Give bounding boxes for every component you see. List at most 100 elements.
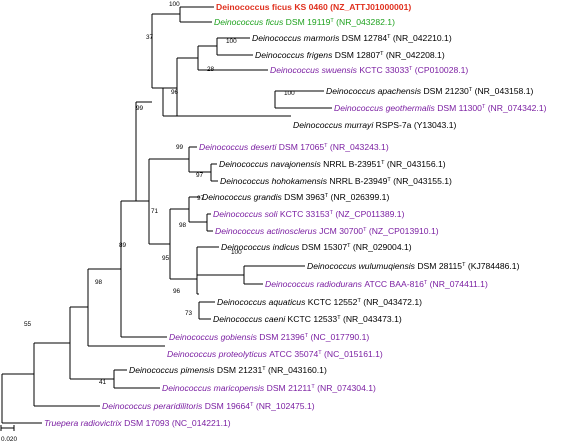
leaf-species: Deinococcus frigens xyxy=(255,50,335,60)
leaf-accession: (NZ_CP013910.1) xyxy=(366,226,438,236)
leaf-label-proteolyticus: Deinococcus proteolyticus ATCC 35074T (N… xyxy=(167,349,383,359)
scale-bar: 0.020 xyxy=(0,425,17,443)
bootstrap-value-aquaticus-caeni: 73 xyxy=(185,310,193,317)
leaf-species: Deinococcus indicus xyxy=(221,242,302,252)
leaf-label-maricopensis: Deinococcus maricopensis DSM 21211T (NR_… xyxy=(162,383,376,393)
leaf-type-strain-mark: T xyxy=(381,160,385,166)
leaf-type-strain-mark: T xyxy=(262,366,266,372)
leaf-strain: KCTC 12533 xyxy=(288,314,338,324)
leaf-label-deserti: Deinococcus deserti DSM 17065T (NR_04324… xyxy=(199,142,389,152)
leaf-strain: NRRL B-23949 xyxy=(329,176,387,186)
leaf-type-strain-mark: T xyxy=(324,143,328,149)
leaf-type-strain-mark: T xyxy=(250,402,254,408)
leaf-type-strain-mark: T xyxy=(357,298,361,304)
leaf-label-swuensis: Deinococcus swuensis KCTC 33033T (CP0100… xyxy=(270,65,468,75)
leaf-species: Deinococcus actinosclerus xyxy=(215,226,319,236)
leaf-accession: (NR_042208.1) xyxy=(384,50,445,60)
leaf-label-murrayi: Deinococcus murrayi RSPS-7a (Y13043.1) xyxy=(293,120,456,130)
leaf-species: Deinococcus caeni xyxy=(213,314,288,324)
bootstrap-value-grandis-group: 98 xyxy=(179,222,187,229)
leaf-species: Deinococcus deserti xyxy=(199,142,279,152)
leaf-accession: (NR_026399.1) xyxy=(328,192,389,202)
leaf-species: Deinococcus swuensis xyxy=(270,65,359,75)
leaf-accession: (NC_015161.1) xyxy=(322,349,383,359)
leaf-strain: KCTC 33153 xyxy=(280,209,330,219)
leaf-species: Deinococcus navajonensis xyxy=(219,159,323,169)
leaf-label-ks0460: Deinococcus ficus KS 0460 (NZ_ATTJ010000… xyxy=(216,2,411,12)
leaf-strain: DSM 19664 xyxy=(205,401,251,411)
leaf-species: Deinococcus peraridilitoris xyxy=(102,401,205,411)
bootstrap-value-marmoris-frigens: 100 xyxy=(226,38,237,45)
bootstrap-value-gobiensis-clade: 98 xyxy=(95,279,103,286)
leaf-species: Deinococcus ficus xyxy=(214,17,286,27)
leaf-accession: (NR_043243.1) xyxy=(328,142,389,152)
leaf-strain: DSM 21211 xyxy=(267,383,312,393)
leaf-label-frigens: Deinococcus frigens DSM 12807T (NR_04220… xyxy=(255,50,445,60)
scale-bar-label: 0.020 xyxy=(1,436,17,443)
leaf-species: Deinococcus wulumuqiensis xyxy=(307,261,417,271)
bootstrap-value-marmoris-frigens-swuensis: 28 xyxy=(207,66,215,73)
leaf-strain: DSM 11300 xyxy=(437,103,482,113)
leaf-label-marmoris: Deinococcus marmoris DSM 12784T (NR_0422… xyxy=(252,33,452,43)
leaf-strain: RSPS-7a xyxy=(376,120,412,130)
leaf-label-peraridilitoris: Deinococcus peraridilitoris DSM 19664T (… xyxy=(102,401,315,411)
leaf-accession: (Y13043.1) xyxy=(411,120,456,130)
leaf-type-strain-mark: T xyxy=(330,210,334,216)
bootstrap-value-upper-clade: 99 xyxy=(136,105,144,112)
leaf-species: Deinococcus marmoris xyxy=(252,33,342,43)
bootstrap-value-ficus-pair: 100 xyxy=(169,1,180,8)
leaf-label-aquaticus: Deinococcus aquaticus KCTC 12552T (NR_04… xyxy=(217,297,422,307)
leaf-strain: DSM 21396 xyxy=(259,332,305,342)
leaf-strain: DSM 17065 xyxy=(279,142,325,152)
leaf-accession: (NC_014221.1) xyxy=(169,418,230,428)
leaf-species: Deinococcus hohokamensis xyxy=(220,176,329,186)
leaf-label-grandis: Deinococcus grandis DSM 3963T (NR_026399… xyxy=(202,192,389,202)
leaf-species: Deinococcus aquaticus xyxy=(217,297,308,307)
leaf-label-ficus: Deinococcus ficus DSM 19119T (NR_043282.… xyxy=(214,17,395,27)
leaf-type-strain-mark: T xyxy=(387,34,391,40)
leaf-strain: DSM 3963 xyxy=(284,192,325,202)
leaf-type-strain-mark: T xyxy=(482,104,486,110)
bootstrap-value-deinococcus-core: 55 xyxy=(24,321,32,328)
leaf-species: Deinococcus murrayi xyxy=(293,120,376,130)
leaf-strain: NRRL B-23951 xyxy=(323,159,381,169)
leaf-label-actinosclerus: Deinococcus actinosclerus JCM 30700T (NZ… xyxy=(215,226,439,236)
leaf-label-geothermalis: Deinococcus geothermalis DSM 11300T (NR_… xyxy=(334,103,547,113)
leaf-strain: JCM 30700 xyxy=(319,226,363,236)
bootstrap-value-deserti-group: 99 xyxy=(176,144,184,151)
leaf-type-strain-mark: T xyxy=(409,66,413,72)
leaf-strain: KCTC 12552 xyxy=(308,297,358,307)
leaf-accession: (NR_074304.1) xyxy=(315,383,376,393)
leaf-type-strain-mark: T xyxy=(424,280,428,286)
leaf-accession: (NR_074342.1) xyxy=(485,103,546,113)
leaf-strain: KCTC 33033 xyxy=(359,65,409,75)
leaf-strain: DSM 17093 xyxy=(124,418,170,428)
leaf-strain: ATCC 35074 xyxy=(269,349,318,359)
leaf-species: Truepera radiovictrix xyxy=(44,418,124,428)
leaf-species: Deinococcus ficus xyxy=(216,2,294,12)
leaf-accession: (NR_043473.1) xyxy=(341,314,402,324)
leaf-species: Deinococcus gobiensis xyxy=(169,332,259,342)
leaf-label-pimensis: Deinococcus pimensis DSM 21231T (NR_0431… xyxy=(129,365,327,375)
leaf-label-truepera: Truepera radiovictrix DSM 17093 (NC_0142… xyxy=(44,418,231,428)
leaf-accession: (NR_043158.1) xyxy=(472,86,533,96)
leaf-accession: (NC_017790.1) xyxy=(308,332,369,342)
bootstrap-value-cluster-a: 96 xyxy=(171,89,179,96)
leaf-strain: DSM 19119 xyxy=(286,17,331,27)
leaf-accession: (NR_029004.1) xyxy=(351,242,412,252)
leaf-species: Deinococcus maricopensis xyxy=(162,383,267,393)
leaf-type-strain-mark: T xyxy=(318,350,322,356)
leaf-accession: (NR_043282.1) xyxy=(334,17,395,27)
leaf-label-gobiensis: Deinococcus gobiensis DSM 21396T (NC_017… xyxy=(169,332,369,342)
bootstrap-value-ficus-clade: 37 xyxy=(146,34,154,41)
leaf-type-strain-mark: T xyxy=(305,333,309,339)
leaf-strain: DSM 28115 xyxy=(417,261,462,271)
leaf-strain: DSM 21230 xyxy=(423,86,469,96)
bootstrap-value-soli-actinosclerus: 97 xyxy=(197,195,205,202)
leaf-type-strain-mark: T xyxy=(337,315,341,321)
tree-branches xyxy=(1,6,332,424)
leaf-strain: DSM 21231 xyxy=(217,365,263,375)
leaf-labels: Deinococcus ficus KS 0460 (NZ_ATTJ010000… xyxy=(44,2,547,428)
leaf-accession: (NR_043156.1) xyxy=(384,159,445,169)
leaf-strain: DSM 12807 xyxy=(335,50,381,60)
